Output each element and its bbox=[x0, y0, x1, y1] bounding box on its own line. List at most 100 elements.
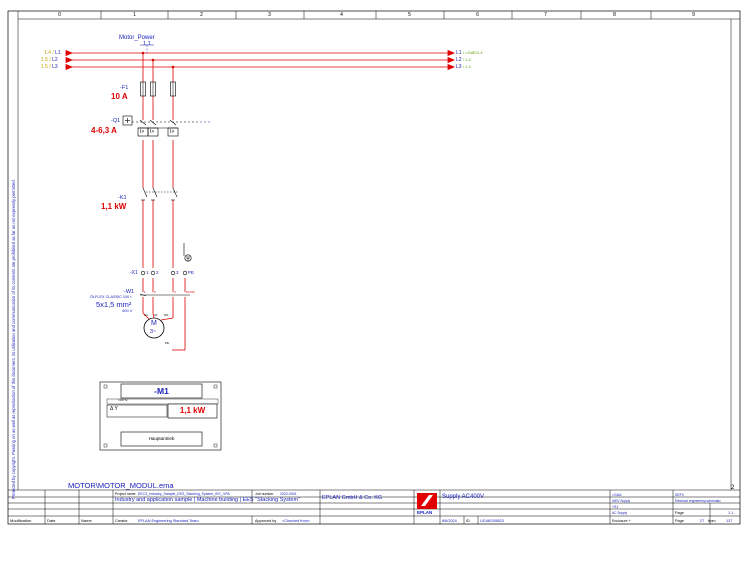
trip-label: I> bbox=[170, 129, 175, 135]
conductors bbox=[142, 53, 186, 351]
cable-core: 2 bbox=[154, 290, 156, 294]
revision-header-name: Name bbox=[81, 518, 92, 523]
cable-core: 3 bbox=[174, 290, 176, 294]
page-label: Page bbox=[675, 511, 684, 515]
job-number: 2022-0001 bbox=[280, 492, 297, 496]
fuse-tag: -F1 bbox=[120, 85, 129, 91]
function-group-index: 1.1 bbox=[143, 41, 151, 47]
enclosure-label: Enclosure + bbox=[612, 519, 631, 523]
function-group-label: Motor_Power bbox=[119, 35, 155, 41]
id-label: ID bbox=[466, 519, 470, 523]
page-number-label: Page bbox=[675, 519, 684, 523]
column-number: 6 bbox=[476, 12, 479, 18]
trip-label: I> bbox=[140, 129, 145, 135]
motor-box-connection: Δ Y bbox=[110, 406, 118, 412]
earth-symbol bbox=[183, 243, 192, 262]
bus-arrow-right-l2 bbox=[447, 56, 456, 64]
from-label: from bbox=[708, 519, 716, 523]
circuit-breaker-symbol bbox=[122, 115, 212, 137]
page-date: 8/8/2024 bbox=[442, 519, 457, 523]
creator-label: Creator bbox=[115, 519, 128, 523]
terminal-number: 2 bbox=[156, 270, 159, 275]
motor-box-description: Hauptantrieb bbox=[148, 436, 175, 441]
contactor-symbol bbox=[141, 187, 178, 201]
column-number: 5 bbox=[408, 12, 411, 18]
cable-core: 1 bbox=[144, 290, 146, 294]
motor-letter: M bbox=[151, 320, 157, 327]
terminal-number: 3 bbox=[176, 270, 179, 275]
cable-type: ÖLFLEX CLASSIC 100 ▪ bbox=[90, 295, 132, 299]
column-number: 2 bbox=[200, 12, 203, 18]
approved-by: <Checked from> bbox=[282, 519, 311, 523]
creator: EPLAN Engineering Standard Team bbox=[138, 519, 199, 523]
bus-left-l1: 1.4 / L1 bbox=[44, 50, 61, 56]
bus-arrow-left-l1 bbox=[65, 49, 74, 57]
bus-arrow-right-l1 bbox=[447, 49, 456, 57]
terminal-tag: -X1 bbox=[130, 270, 138, 276]
macro-path: MOTOR\MOTOR_MODUL.ema bbox=[68, 481, 174, 490]
terminal-number: PE bbox=[188, 270, 195, 275]
contactor-rating: 1,1 kW bbox=[101, 202, 127, 211]
revision-header-date: Date bbox=[47, 518, 56, 523]
cable-symbol bbox=[139, 293, 190, 297]
company-name: EPLAN GmbH & Co. KG bbox=[322, 495, 383, 501]
motor-box-frame bbox=[99, 381, 222, 451]
project-name: EEC3_Industry_Sample_EES_Stacking_System… bbox=[138, 492, 230, 496]
location-code: +S1 bbox=[612, 505, 619, 509]
eplan-logo-text: EPLAN bbox=[417, 510, 433, 515]
revision-header-modification: Modification bbox=[10, 518, 32, 523]
approved-label: Approved by bbox=[255, 519, 277, 523]
terminal-number: 1 bbox=[146, 270, 149, 275]
row-marker: 2 bbox=[731, 485, 735, 491]
fuse-rating: 10 A bbox=[111, 92, 128, 101]
column-number: 4 bbox=[340, 12, 343, 18]
fuse-symbol bbox=[140, 81, 176, 97]
schematic-drawing bbox=[7, 10, 741, 525]
bus-right-l3: L3 / 1.4 bbox=[456, 64, 471, 70]
cable-core: GNYE bbox=[186, 290, 195, 294]
motor-box-article: =AT/Tx bbox=[118, 398, 128, 402]
motor-pin: V1 bbox=[154, 313, 158, 317]
column-number: 1 bbox=[133, 12, 136, 18]
motor-phase: 3~ bbox=[150, 329, 157, 335]
job-number-label: Job number bbox=[255, 492, 274, 496]
motor-pin: U1 bbox=[144, 313, 148, 317]
terminal-symbols bbox=[140, 270, 188, 276]
breaker-rating: 4-6,3 A bbox=[91, 126, 117, 135]
supply-small-2: AC Supply bbox=[612, 511, 628, 515]
breaker-tag: -Q1 bbox=[111, 118, 121, 124]
column-number: 9 bbox=[692, 12, 695, 18]
bus-right-l1: L1 / =GAE/1.4 bbox=[456, 50, 483, 56]
column-number: 0 bbox=[58, 12, 61, 18]
column-number: 7 bbox=[544, 12, 547, 18]
bus-arrow-right-l3 bbox=[447, 63, 456, 71]
column-number: 3 bbox=[268, 12, 271, 18]
bus-right-l2: L2 / 1.4 bbox=[456, 57, 471, 63]
column-number: 8 bbox=[613, 12, 616, 18]
function-description: SEF3 bbox=[675, 493, 684, 497]
motor-box-power: 1,1 kW bbox=[179, 406, 206, 415]
eplan-logo-graphic bbox=[417, 493, 437, 509]
project-name-label: Project name bbox=[115, 492, 136, 496]
from-value: 137 bbox=[726, 519, 733, 523]
supply-small: 400V Supply bbox=[612, 499, 631, 503]
motor-pin: PE bbox=[165, 341, 170, 345]
contactor-tag: -K1 bbox=[118, 195, 127, 201]
page-number: 27 bbox=[700, 519, 705, 523]
cable-tag: -W1 bbox=[124, 289, 135, 295]
bus-arrow-left-l3 bbox=[65, 63, 74, 71]
cable-section: 5x1,5 mm² bbox=[96, 300, 132, 309]
copyright-note: Protected by copyright. Passing on as we… bbox=[11, 179, 16, 499]
motor-box-title: -M1 bbox=[154, 386, 169, 396]
id-value: UG46GS8823 bbox=[480, 519, 504, 523]
page-title: Supply AC400V bbox=[442, 494, 485, 500]
bus-left-l2: 1.5 / L2 bbox=[41, 57, 58, 63]
bus-left-l3: 1.5 / L3 bbox=[41, 64, 58, 70]
function-code: =GAA bbox=[612, 493, 622, 497]
project-description: Industry and application sample | Machin… bbox=[115, 497, 300, 503]
page-value: 1.1 bbox=[728, 511, 734, 515]
trip-label: I> bbox=[150, 129, 155, 135]
bus-arrow-left-l2 bbox=[65, 56, 74, 64]
motor-pin: W1 bbox=[164, 313, 169, 317]
schematic-sheet: 0 1 2 3 4 5 6 7 8 9 Protected by copyrig… bbox=[7, 10, 741, 525]
